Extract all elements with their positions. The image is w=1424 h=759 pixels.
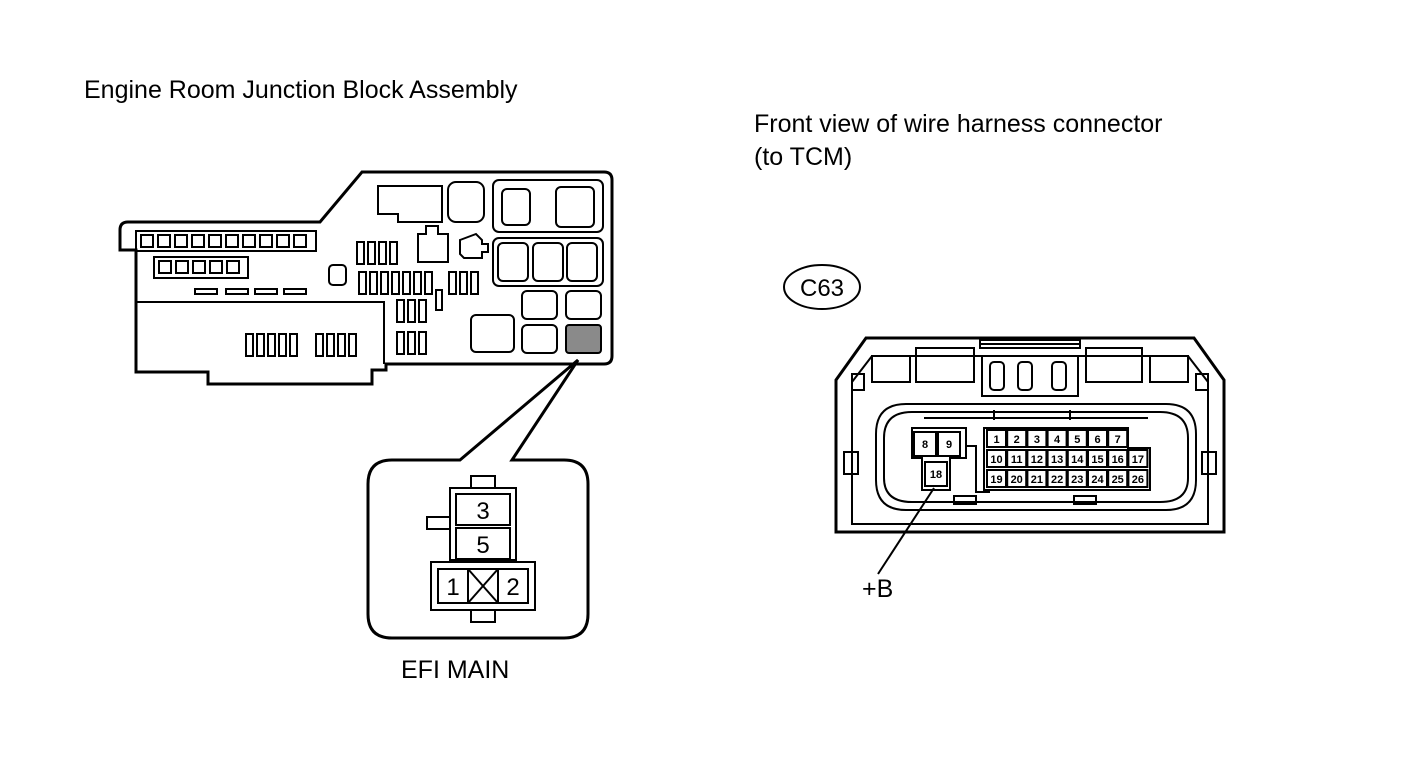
pin-cell-3	[1026, 429, 1048, 448]
efi-main-callout: 3 5 1 2	[366, 358, 590, 640]
junction-block	[118, 170, 614, 386]
pin-6: 6	[1094, 434, 1100, 446]
pin-21: 21	[1031, 474, 1043, 486]
pin-23: 23	[1071, 474, 1083, 486]
pin-5: 5	[1074, 434, 1080, 446]
relay-group	[377, 179, 604, 354]
connector-code-badge: C63	[783, 264, 861, 310]
pin-cell-4	[1046, 429, 1068, 448]
junction-block-title: Engine Room Junction Block Assembly	[84, 76, 518, 104]
pin-20: 20	[1011, 474, 1023, 486]
pin-cell-26	[1127, 469, 1149, 488]
efi-main-label: EFI MAIN	[401, 656, 510, 684]
mini-fuse-group-upper	[356, 241, 479, 355]
pin-13: 13	[1051, 454, 1063, 466]
pin-cell-14	[1066, 449, 1088, 468]
pin-cell-1	[986, 429, 1007, 448]
efi-terminal-3: 3	[476, 498, 489, 525]
pin-8: 8	[922, 439, 928, 451]
pin-cell-24	[1087, 469, 1108, 488]
pin-3: 3	[1034, 434, 1040, 446]
pin-12: 12	[1031, 454, 1043, 466]
pin-cell-22	[1046, 469, 1068, 488]
pin-cell-5	[1066, 429, 1088, 448]
connector-title-line2: (to TCM)	[754, 142, 853, 171]
pin-24: 24	[1091, 474, 1104, 486]
pin-cell-2	[1006, 429, 1028, 448]
pin-10: 10	[990, 454, 1002, 466]
pin-cell-19	[986, 469, 1007, 488]
pin-1: 1	[993, 434, 999, 446]
pin-19: 19	[990, 474, 1002, 486]
pin-cell-6	[1087, 429, 1108, 448]
pin-22: 22	[1051, 474, 1063, 486]
plus-b-leader	[877, 487, 935, 575]
plus-b-label: +B	[862, 575, 894, 603]
connector-code: C63	[800, 275, 844, 302]
pin-18: 18	[930, 469, 942, 481]
efi-terminal-5: 5	[476, 532, 489, 559]
pin-9: 9	[946, 439, 952, 451]
mini-fuse-group-lower	[245, 333, 357, 357]
pin-cell-16	[1107, 449, 1129, 468]
pin-11: 11	[1011, 454, 1023, 466]
pin-2: 2	[1014, 434, 1020, 446]
pin-7: 7	[1115, 434, 1121, 446]
pin-14: 14	[1071, 454, 1084, 466]
efi-terminal-1: 1	[446, 574, 459, 601]
pin-cell-21	[1026, 469, 1048, 488]
pin-15: 15	[1091, 454, 1103, 466]
pin-cell-25	[1107, 469, 1129, 488]
pin-cell-23	[1066, 469, 1088, 488]
pin-cell-7	[1107, 429, 1129, 448]
pin-16: 16	[1112, 454, 1124, 466]
efi-main-fuse-highlight	[565, 324, 602, 354]
efi-terminal-2: 2	[506, 574, 519, 601]
pin-4: 4	[1054, 434, 1061, 446]
pin-cell-11	[1006, 449, 1028, 468]
connector-title-line1: Front view of wire harness connector	[754, 110, 1163, 138]
pin-cell-12	[1026, 449, 1048, 468]
pin-26: 26	[1132, 474, 1144, 486]
pin-cell-15	[1087, 449, 1108, 468]
pin-cell-17	[1127, 449, 1149, 468]
pin-cell-20	[1006, 469, 1028, 488]
pin-cell-10	[986, 449, 1007, 468]
pin-17: 17	[1132, 454, 1144, 466]
connector-title: Front view of wire harness connector (to…	[754, 108, 1163, 173]
fuse-strip-second	[158, 260, 240, 274]
fuse-strip-top	[140, 234, 307, 248]
pin-25: 25	[1112, 474, 1124, 486]
pin-cell-13	[1046, 449, 1068, 468]
